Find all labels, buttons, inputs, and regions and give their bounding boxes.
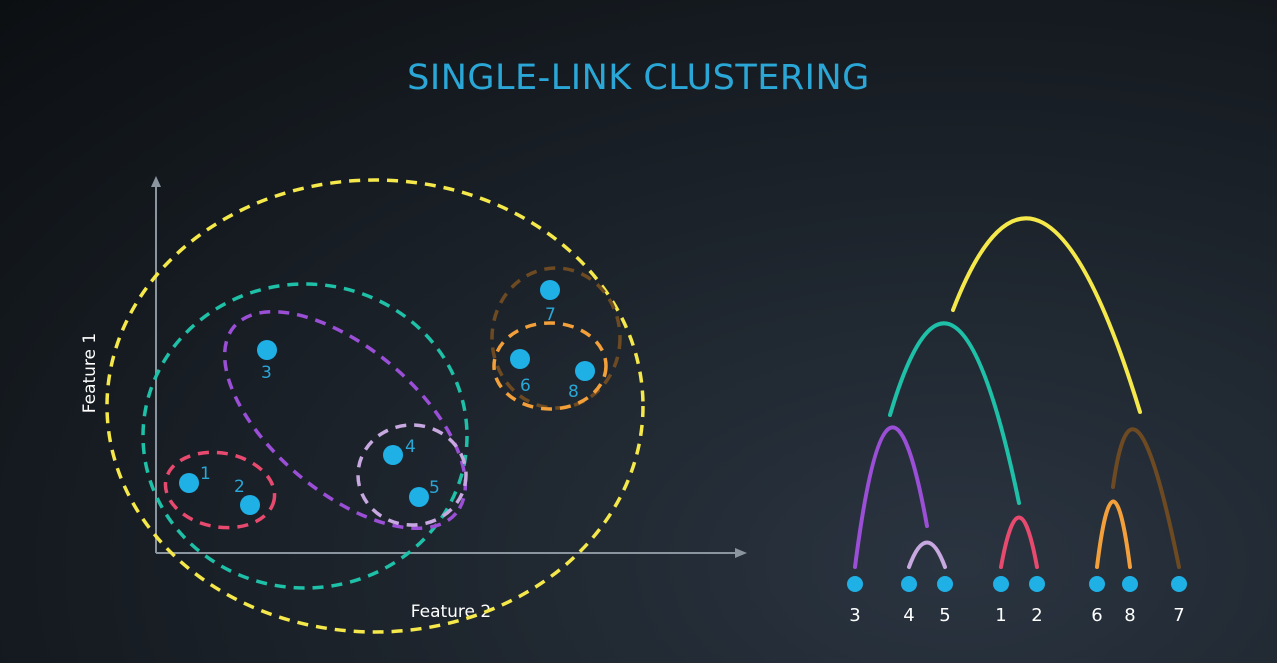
- merge-arc-1-2: [999, 515, 1039, 569]
- cluster-outline-12345: [141, 282, 469, 590]
- leaf-dot-6: [1089, 576, 1105, 592]
- point-label-6: 6: [520, 376, 531, 396]
- scatter-plot: Feature 1 Feature 2: [80, 176, 747, 634]
- point-label-5: 5: [429, 478, 440, 498]
- y-axis-label: Feature 1: [80, 333, 100, 413]
- y-axis-arrow: [151, 176, 161, 187]
- cluster-outline-678: [490, 266, 622, 410]
- leaf-dot-7: [1171, 576, 1187, 592]
- point-label-8: 8: [568, 382, 579, 402]
- point-7: [540, 280, 560, 300]
- leaf-label: 2: [1031, 605, 1042, 626]
- data-points: [179, 280, 595, 515]
- dendrogram: 3 4 5 1 2 6 8 7: [847, 216, 1187, 626]
- cluster-outline-all: [105, 178, 645, 634]
- point-4: [383, 445, 403, 465]
- leaf-label: 7: [1173, 605, 1184, 626]
- cluster-outline-45: [356, 423, 468, 527]
- cluster-outlines: [105, 178, 645, 634]
- leaf-label: 4: [903, 605, 914, 626]
- point-2: [240, 495, 260, 515]
- leaf-dot-4: [901, 576, 917, 592]
- leaf-dot-8: [1122, 576, 1138, 592]
- leaf-dot-1: [993, 576, 1009, 592]
- point-8: [575, 361, 595, 381]
- point-labels: 1 2 3 4 5 6 7 8: [200, 305, 579, 498]
- point-3: [257, 340, 277, 360]
- cluster-outline-345: [222, 309, 468, 531]
- axes: [151, 176, 747, 558]
- cluster-outline-12: [163, 450, 277, 530]
- point-label-2: 2: [234, 477, 245, 497]
- leaf-dot-5: [937, 576, 953, 592]
- leaf-dot-2: [1029, 576, 1045, 592]
- point-5: [409, 487, 429, 507]
- merge-arc-3-45: [853, 425, 929, 569]
- leaf-label: 3: [849, 605, 860, 626]
- merge-arc-68-7: [1111, 427, 1181, 569]
- point-label-1: 1: [200, 464, 211, 484]
- slide-title: SINGLE-LINK CLUSTERING: [407, 58, 870, 98]
- point-label-4: 4: [405, 437, 416, 457]
- leaf-label: 5: [939, 605, 950, 626]
- merge-arc-6-8: [1095, 499, 1132, 569]
- leaf-label: 1: [995, 605, 1006, 626]
- leaf-label: 8: [1124, 605, 1135, 626]
- merge-arc-345-12: [888, 321, 1021, 505]
- point-label-3: 3: [261, 363, 272, 383]
- point-1: [179, 473, 199, 493]
- leaf-labels: 3 4 5 1 2 6 8 7: [849, 605, 1184, 626]
- leaf-label: 6: [1091, 605, 1102, 626]
- leaf-dots: [847, 576, 1187, 592]
- point-6: [510, 349, 530, 369]
- point-label-7: 7: [545, 305, 556, 325]
- merge-arc-root: [951, 216, 1142, 414]
- merge-arc-4-5: [907, 540, 947, 569]
- x-axis-arrow: [735, 548, 747, 558]
- x-axis-label: Feature 2: [411, 602, 491, 622]
- leaf-dot-3: [847, 576, 863, 592]
- cluster-outline-68: [492, 321, 608, 411]
